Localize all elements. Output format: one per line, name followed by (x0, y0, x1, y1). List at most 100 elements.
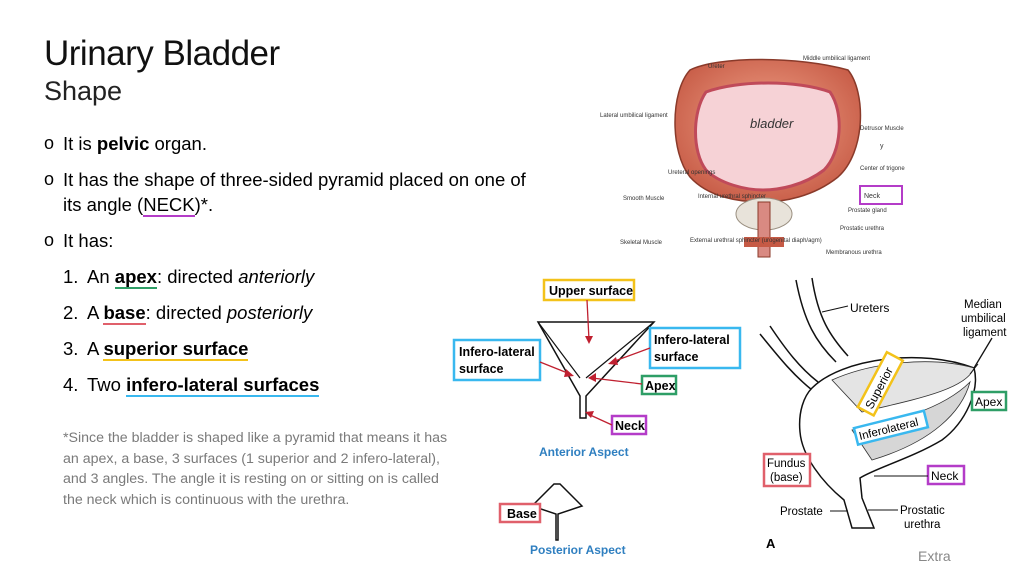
label-base: Base (507, 507, 537, 521)
label-neck: Neck (615, 419, 645, 433)
inferolateral-box (852, 409, 930, 447)
item-direction: posteriorly (226, 302, 313, 323)
item-number: 2. (63, 302, 79, 323)
label-y: y (880, 143, 884, 150)
arrow-apex (591, 377, 643, 385)
list-item-base: 2. A base: directed posteriorly (63, 300, 544, 325)
term-inferolateral-surfaces: infero-lateral surfaces (126, 374, 320, 397)
neck-box (926, 464, 966, 486)
anterior-aspect-caption: Anterior Aspect (539, 445, 629, 459)
fundus-box (762, 452, 812, 488)
label-detrusor: Detrusor Muscle (860, 126, 904, 132)
label-internal-sphincter: Internal urethral sphincter (698, 194, 766, 200)
neck-highlight-box (859, 185, 903, 205)
bullet-text: organ. (149, 133, 207, 154)
bullet-text: It is (63, 133, 97, 154)
ureter-shape (811, 277, 849, 357)
arrow-neck (587, 413, 613, 426)
item-number: 1. (63, 266, 79, 287)
label-apex: Apex (975, 395, 1002, 409)
term-base: base (103, 302, 146, 325)
ureter-shape (795, 279, 837, 363)
label-fundus: Fundus(base) (767, 458, 806, 484)
bullet-text: It has: (63, 230, 114, 251)
upper-surface-box (542, 278, 636, 302)
label-smooth-muscle: Smooth Muscle (623, 196, 665, 202)
ureter-shape (769, 325, 819, 383)
item-text: : directed (156, 266, 239, 287)
figure-letter: A (766, 536, 776, 548)
slide-title: Urinary Bladder (44, 34, 280, 73)
pyramid-edge-right (585, 321, 655, 379)
item-text: An (87, 266, 115, 287)
term-apex: apex (114, 266, 157, 289)
base-box (498, 502, 542, 524)
item-text: A (87, 338, 104, 359)
pyramid-edge-left (537, 321, 581, 379)
bullet-text: It has the shape of three-sided pyramid … (63, 169, 526, 215)
item-text: : directed (145, 302, 227, 323)
list-item-superior: 3. A superior surface (63, 336, 544, 361)
external-sphincter-shape (744, 237, 784, 247)
arrowhead (588, 373, 596, 382)
label-membranous-urethra: Membranous urethra (826, 250, 882, 256)
bullet-shape: o It has the shape of three-sided pyrami… (44, 167, 544, 217)
inferolateral-left-box (452, 338, 542, 382)
bladder-anatomy-image: bladder y Ureter Middle umbilical ligame… (600, 56, 905, 258)
list-item-inferolateral: 4. Two infero-lateral surfaces (63, 372, 544, 397)
term-superior-surface: superior surface (103, 338, 249, 361)
arrowhead (585, 411, 594, 418)
label-lateral-umbilical: Lateral umbilical ligament (600, 113, 668, 119)
label-prostatic-urethra: Prostatic urethra (840, 226, 885, 232)
extra-label: Extra (918, 548, 951, 564)
label-apex: Apex (645, 379, 676, 393)
urethra-shape (757, 201, 771, 258)
slide-subtitle: Shape (44, 76, 123, 106)
label-ureter: Ureter (708, 64, 725, 70)
bullet-marker: o (44, 169, 55, 189)
label-neck: Neck (931, 469, 959, 483)
label-middle-umbilical: Middle umbilical ligament (803, 56, 870, 62)
bullet-marker: o (44, 133, 55, 153)
item-number: 4. (63, 374, 79, 395)
leader-line (821, 305, 849, 313)
bullet-it-has: o It has: (44, 228, 544, 253)
bullet-pelvic: o It is pelvic organ. (44, 131, 544, 156)
posterior-pyramid (530, 483, 584, 541)
bullet-text: )*. (194, 194, 214, 215)
arrow-inferolateral-right (611, 347, 651, 363)
leader-line (969, 363, 979, 375)
item-direction: anteriorly (238, 266, 315, 287)
list-item-apex: 1. An apex: directed anteriorly (63, 264, 544, 289)
bullet-marker: o (44, 230, 55, 250)
item-text: A (87, 302, 104, 323)
apex-box (640, 374, 678, 396)
label-neck: Neck (864, 193, 880, 200)
arrowhead (608, 357, 618, 365)
label-ureteral-openings: Ureteral openings (668, 170, 715, 176)
apex-box (970, 390, 1008, 412)
bladder-word: bladder (750, 116, 794, 131)
slide-body: o It is pelvic organ. o It has the shape… (44, 131, 544, 408)
superior-box (856, 350, 905, 418)
label-prostate: Prostate (780, 506, 823, 518)
arrowhead (585, 336, 593, 344)
median-umbilical-ligament (973, 337, 993, 369)
arrow-upper-surface (586, 299, 590, 341)
arrowhead (564, 369, 574, 377)
footnote: *Since the bladder is shaped like a pyra… (63, 430, 448, 508)
bladder-lining (694, 81, 841, 192)
label-external-sphincter: External urethral sphincter (urogenital … (690, 238, 822, 244)
label-skeletal-muscle: Skeletal Muscle (620, 240, 663, 246)
label-prostate-gland: Prostate gland (848, 208, 887, 214)
label-center-trigone: Center of trigone (860, 166, 905, 172)
item-text: Two (87, 374, 127, 395)
label-ureters: Ureters (850, 301, 889, 315)
bold-term-pelvic: pelvic (96, 133, 150, 154)
term-neck: NECK (143, 194, 195, 217)
